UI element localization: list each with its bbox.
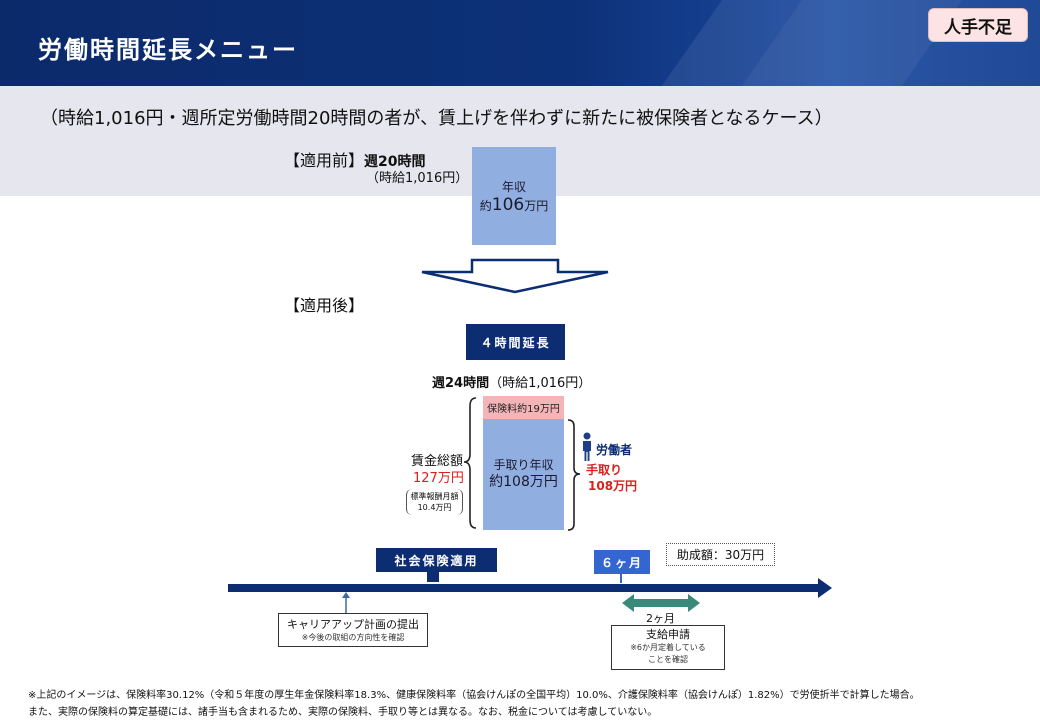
extension-tag: ４時間延長: [466, 324, 565, 360]
career-plan-title: キャリアアップ計画の提出: [287, 618, 419, 631]
two-month-arrow-icon: [622, 594, 700, 612]
standard-monthly-label: 標準報酬月額: [410, 492, 459, 501]
before-income-unit: 万円: [524, 198, 549, 213]
takehome-income-box: 手取り年収 約108万円: [483, 419, 564, 530]
down-arrow-icon: [421, 258, 609, 294]
after-hours: 週24時間: [432, 376, 490, 391]
before-income-amount: 106: [491, 194, 525, 215]
social-insurance-connector: [427, 572, 439, 582]
before-income-value: 約106万円: [480, 195, 548, 215]
after-label: 【適用後】: [284, 296, 365, 315]
payment-application-title: 支給申請: [646, 628, 690, 641]
timeline-arrow-icon: [228, 578, 832, 598]
total-wage-label: 賃金総額: [411, 454, 464, 469]
career-plan-arrow-icon: [342, 592, 350, 614]
two-months-label: 2ヶ月: [646, 612, 675, 625]
standard-monthly-value: 10.4万円: [417, 503, 452, 512]
category-badge: 人手不足: [928, 8, 1028, 42]
before-income-prefix: 約: [479, 198, 492, 213]
total-wage-value: 127万円: [413, 471, 464, 486]
left-bracket-icon: [463, 397, 477, 529]
footnote-2: また、実際の保険料の算定基礎には、諸手当も含まれるため、実際の保険料、手取り等と…: [28, 707, 658, 718]
worker-takehome-label: 手取り: [586, 463, 623, 477]
takehome-label: 手取り年収: [493, 457, 554, 472]
before-income-label: 年収: [501, 179, 526, 194]
insurance-premium-box: 保険料約19万円: [483, 396, 564, 419]
takehome-value: 約108万円: [489, 474, 558, 491]
before-label: 【適用前】週20時間: [284, 147, 426, 171]
worker-takehome-value: 108万円: [588, 479, 638, 493]
after-hours-line: 週24時間（時給1,016円）: [432, 372, 591, 391]
payment-application-note-1: ※6か月定着している: [630, 643, 706, 652]
after-wage: （時給1,016円）: [489, 376, 592, 391]
before-income-box: 年収 約106万円: [472, 147, 556, 245]
social-insurance-tag: 社会保険適用: [376, 548, 497, 572]
career-plan-note: ※今後の取組の方向性を確認: [301, 633, 405, 642]
standard-monthly-box: 標準報酬月額 10.4万円: [406, 489, 463, 515]
worker-person-icon: [583, 432, 591, 461]
before-label-text: 【適用前】: [284, 151, 365, 170]
case-description: （時給1,016円・週所定労働時間20時間の者が、賃上げを伴わずに新たに被保険者…: [40, 108, 833, 129]
six-months-connector: [620, 574, 622, 583]
payment-application-box: 支給申請 ※6か月定着している ことを確認: [611, 625, 725, 670]
right-bracket-icon: [567, 419, 581, 531]
payment-application-note-2: ことを確認: [648, 655, 688, 664]
worker-label: 労働者: [596, 443, 633, 457]
page-title: 労働時間延長メニュー: [38, 36, 298, 64]
before-hours: 週20時間: [364, 154, 426, 170]
career-plan-box: キャリアアップ計画の提出 ※今後の取組の方向性を確認: [278, 613, 428, 647]
footnote-1: ※上記のイメージは、保険料率30.12%（令和５年度の厚生年金保険料率18.3%…: [28, 690, 920, 701]
before-wage: （時給1,016円）: [366, 171, 469, 186]
header-banner: 労働時間延長メニュー: [0, 0, 1040, 86]
subsidy-amount-box: 助成額：30万円: [666, 543, 775, 566]
six-months-tag: ６ヶ月: [594, 550, 650, 574]
